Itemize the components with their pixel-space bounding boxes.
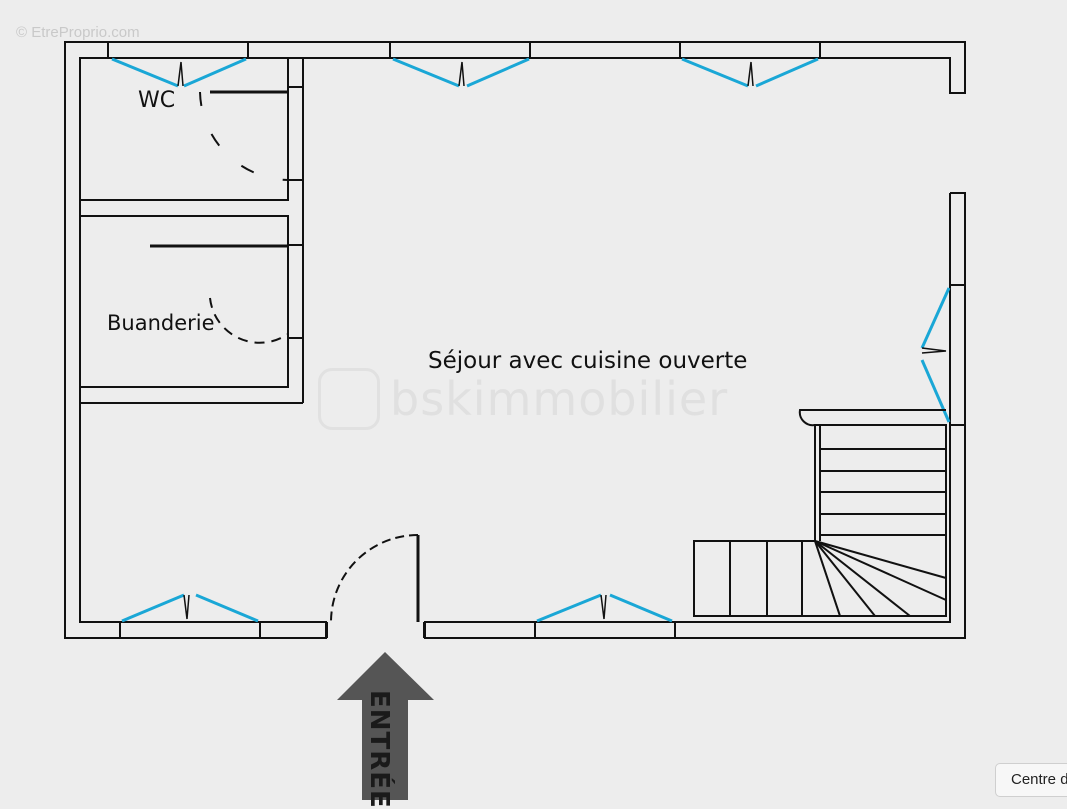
centre-button[interactable]: Centre d [995,763,1067,797]
entrance-label: ENTRÉE [364,690,394,809]
watermark-center-text: bskimmobilier [390,372,729,426]
room-label-wc: WC [138,88,176,113]
room-label-sejour: Séjour avec cuisine ouverte [428,348,748,374]
wc-room-walls [79,57,289,201]
room-label-buanderie: Buanderie [107,311,215,335]
windows [111,57,951,623]
buanderie-room-walls [79,215,289,388]
watermark-top-left: © EtreProprio.com [16,24,140,41]
entry-door-swing [330,534,419,623]
outer-wall-right-upper [950,192,966,425]
staircase [693,409,947,617]
watermark-center: bskimmobilier [318,368,728,430]
bsk-logo-icon [318,368,380,430]
entrance-arrow [337,652,434,800]
outer-wall-top [64,41,966,639]
